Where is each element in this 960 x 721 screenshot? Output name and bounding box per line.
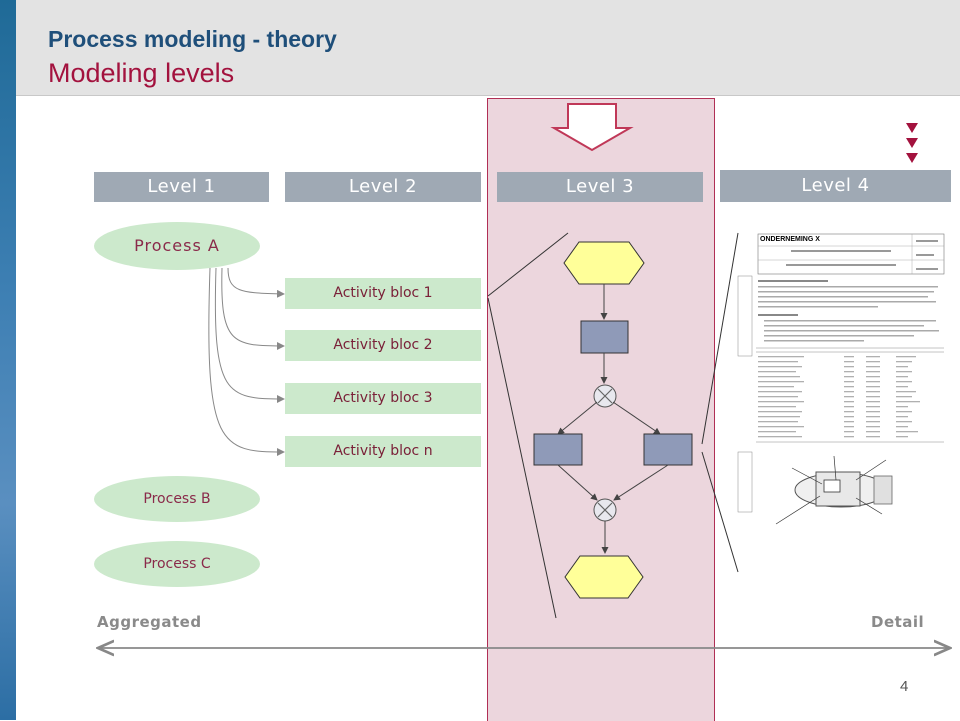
- marker-triangle-3: [906, 153, 918, 163]
- axis-label-detail: Detail: [871, 613, 925, 631]
- activity-bloc-2: Activity bloc 2: [285, 330, 481, 361]
- connector-activity-2: [221, 267, 285, 350]
- function-3: [643, 433, 693, 466]
- drill-down-arrow: [550, 103, 634, 152]
- process-a: Process A: [94, 222, 260, 270]
- header-band: [16, 0, 960, 96]
- activity-bloc-3: Activity bloc 3: [285, 383, 481, 414]
- end-event: [564, 555, 644, 599]
- marker-triangle-2: [906, 138, 918, 148]
- process-c: Process C: [94, 541, 260, 587]
- zoom-line-level2-bottom: [487, 297, 557, 619]
- function-2: [533, 433, 583, 466]
- page-number: 4: [900, 678, 909, 695]
- zoom-line-level4-top: [701, 232, 739, 445]
- level-4-bar: Level 4: [720, 170, 951, 202]
- work-instruction-document: ONDERNEMING X: [736, 232, 946, 534]
- activity-bloc-n: Activity bloc n: [285, 436, 481, 467]
- zoom-line-level4-bottom: [701, 451, 739, 573]
- page-title: Process modeling - theory: [48, 26, 337, 52]
- process-b: Process B: [94, 476, 260, 522]
- connector-activity-1: [227, 267, 285, 298]
- marker-triangle-1: [906, 123, 918, 133]
- zoom-line-level2-top: [487, 232, 569, 297]
- function-1: [580, 320, 629, 354]
- page-subtitle: Modeling levels: [48, 58, 235, 88]
- level-3-bar: Level 3: [497, 172, 703, 202]
- activity-bloc-1: Activity bloc 1: [285, 278, 481, 309]
- connector-activity-n: [208, 267, 285, 456]
- left-accent-bar: [0, 0, 16, 720]
- level-2-bar: Level 2: [285, 172, 481, 202]
- start-event: [563, 241, 645, 285]
- document-title: ONDERNEMING X: [760, 236, 820, 243]
- axis-label-aggregated: Aggregated: [97, 613, 202, 631]
- connector-activity-3: [214, 267, 285, 403]
- level-1-bar: Level 1: [94, 172, 269, 202]
- document-content: [737, 233, 945, 525]
